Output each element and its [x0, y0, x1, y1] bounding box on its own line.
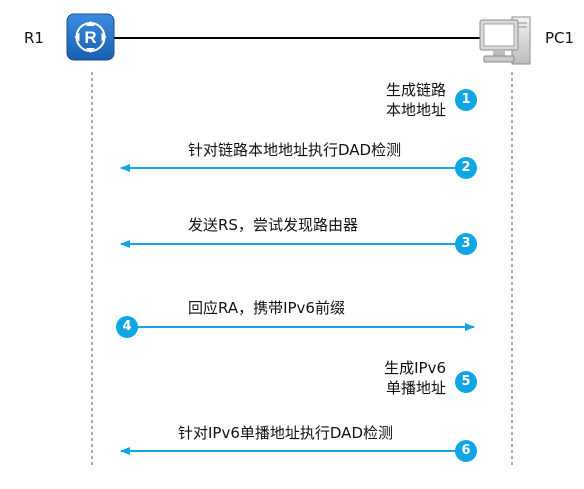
step-4-text: 回应RA，携带IPv6前缀 — [188, 299, 345, 317]
router-icon: R — [66, 13, 115, 61]
step-2-badge: 2 — [455, 157, 477, 179]
svg-text:R: R — [84, 28, 96, 47]
step-2-text: 针对链路本地地址执行DAD检测 — [188, 141, 402, 159]
pc-icon — [479, 16, 531, 65]
step-6-badge: 6 — [455, 440, 477, 462]
step-3-badge: 3 — [455, 233, 477, 255]
step-6-text: 针对IPv6单播地址执行DAD检测 — [178, 424, 393, 442]
step-5-line-1: 生成IPv6 — [384, 359, 446, 377]
step-3-text: 发送RS，尝试发现路由器 — [188, 216, 358, 234]
step-1-line-1: 生成链路 — [385, 81, 446, 99]
step-1-line-2: 本地地址 — [385, 101, 446, 119]
step-4-badge: 4 — [116, 316, 138, 338]
step-1-badge: 1 — [455, 89, 477, 111]
step-5-badge: 5 — [455, 371, 477, 393]
router-label: R1 — [24, 29, 44, 47]
pc-label: PC1 — [545, 29, 575, 47]
step-5-line-2: 单播地址 — [385, 379, 446, 397]
step-5-text: 生成IPv6 单播地址 — [384, 358, 446, 398]
step-1-text: 生成链路 本地地址 — [386, 80, 446, 120]
